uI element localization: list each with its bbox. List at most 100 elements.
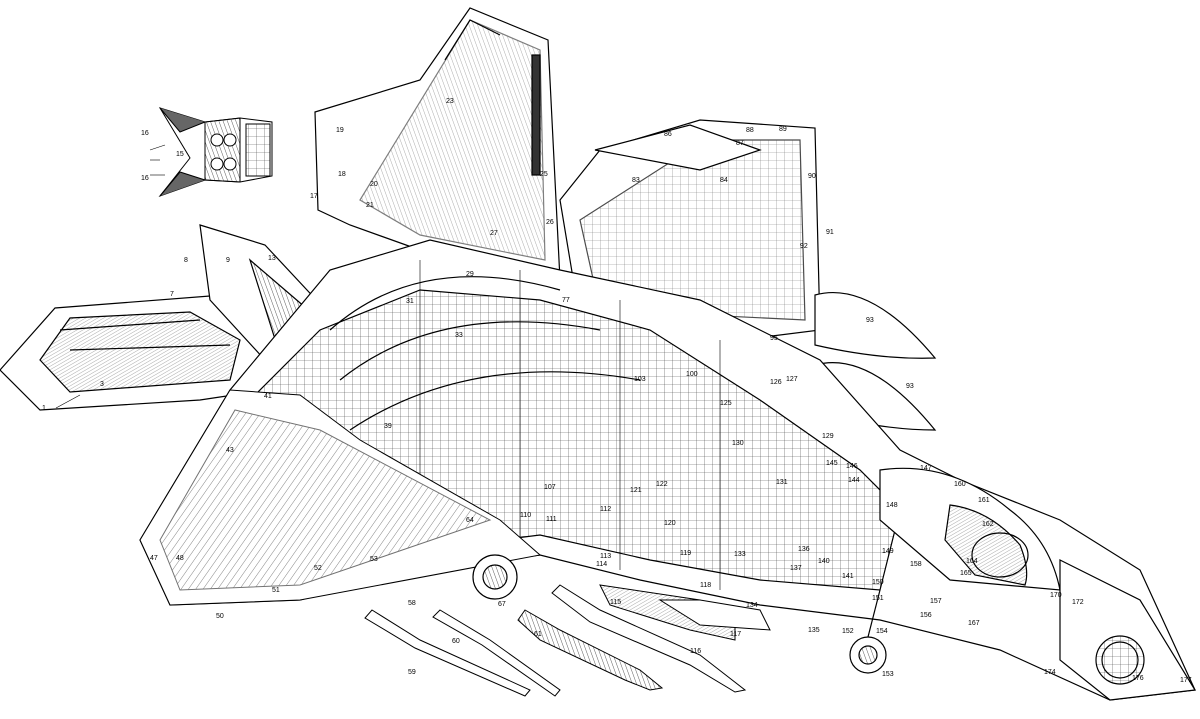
callout-labels: 1 3 7 8 9 13 15 16 16 17 18 19 20 21 23 … [42, 98, 1192, 684]
callout-27: 27 [490, 230, 498, 237]
callout-18: 18 [338, 171, 346, 178]
callout-121: 121 [630, 487, 642, 494]
callout-39: 39 [384, 423, 392, 430]
callout-25: 25 [540, 171, 548, 178]
callout-160: 160 [954, 481, 966, 488]
callout-51: 51 [272, 587, 280, 594]
callout-89: 89 [779, 126, 787, 133]
callout-153: 153 [882, 671, 894, 678]
callout-103: 103 [634, 376, 646, 383]
callout-43: 43 [226, 447, 234, 454]
callout-165: 165 [960, 570, 972, 577]
callout-130: 130 [732, 440, 744, 447]
callout-167: 167 [968, 620, 980, 627]
callout-31: 31 [406, 298, 414, 305]
callout-119: 119 [680, 550, 691, 557]
callout-158: 158 [910, 561, 922, 568]
weapons-display [364, 584, 771, 697]
callout-23: 23 [446, 98, 454, 105]
callout-9: 9 [226, 257, 230, 264]
landing-gear [472, 554, 887, 674]
callout-131: 131 [776, 479, 788, 486]
starboard-fin [314, 7, 561, 281]
callout-133: 133 [734, 551, 746, 558]
callout-84: 84 [720, 177, 728, 184]
callout-41: 41 [264, 393, 272, 400]
callout-90: 90 [808, 173, 816, 180]
callout-129: 129 [822, 433, 834, 440]
callout-145: 145 [826, 460, 838, 467]
callout-120: 120 [664, 520, 676, 527]
callout-83: 83 [632, 177, 640, 184]
callout-91: 91 [826, 229, 834, 236]
callout-112: 112 [600, 506, 611, 513]
callout-1: 1 [42, 405, 46, 412]
callout-154: 154 [876, 628, 888, 635]
callout-20: 20 [370, 181, 378, 188]
callout-137: 137 [790, 565, 802, 572]
nose-section [1059, 559, 1197, 701]
callout-122: 122 [656, 481, 668, 488]
callout-16b: 16 [141, 175, 149, 182]
callout-53: 53 [370, 556, 378, 563]
callout-61: 61 [534, 631, 542, 638]
callout-77: 77 [562, 297, 570, 304]
callout-134: 134 [746, 602, 758, 609]
callout-19: 19 [336, 127, 344, 134]
callout-8: 8 [184, 257, 188, 264]
callout-147: 147 [920, 465, 932, 472]
callout-149: 149 [882, 548, 894, 555]
callout-107: 107 [544, 484, 556, 491]
port-wing [0, 295, 301, 411]
callout-59: 59 [408, 669, 416, 676]
callout-136: 136 [798, 546, 810, 553]
callout-144: 144 [848, 477, 860, 484]
callout-111: 111 [546, 516, 557, 523]
callout-16a: 16 [141, 130, 149, 137]
callout-92: 92 [800, 243, 808, 250]
cockpit [879, 467, 1061, 591]
callout-33: 33 [455, 332, 463, 339]
callout-21: 21 [366, 202, 374, 209]
callout-140: 140 [818, 558, 830, 565]
callout-176: 176 [1132, 675, 1144, 682]
callout-100: 100 [686, 371, 698, 378]
callout-127: 127 [786, 376, 798, 383]
callout-93a: 93 [866, 317, 874, 324]
callout-164: 164 [966, 558, 978, 565]
callout-141: 141 [842, 573, 854, 580]
callout-151: 151 [872, 595, 884, 602]
callout-116: 116 [690, 648, 701, 655]
callout-172: 172 [1072, 599, 1084, 606]
callout-88: 88 [746, 127, 754, 134]
callout-156: 156 [920, 612, 932, 619]
callout-17: 17 [310, 193, 318, 200]
callout-170: 170 [1050, 592, 1062, 599]
callout-157: 157 [930, 598, 942, 605]
leader-lines [55, 144, 166, 409]
callout-15a: 15 [176, 151, 184, 158]
callout-125: 125 [720, 400, 732, 407]
callout-95: 95 [770, 335, 778, 342]
callout-13: 13 [268, 255, 276, 262]
callout-7: 7 [170, 291, 174, 298]
callout-135: 135 [808, 627, 820, 634]
callout-113: 113 [600, 553, 611, 560]
callout-29: 29 [466, 271, 474, 278]
callout-58: 58 [408, 600, 416, 607]
callout-50: 50 [216, 613, 224, 620]
callout-118: 118 [700, 582, 711, 589]
callout-148: 148 [886, 502, 898, 509]
callout-67: 67 [498, 601, 506, 608]
callout-161: 161 [978, 497, 990, 504]
callout-86: 86 [664, 131, 672, 138]
callout-174: 174 [1044, 669, 1056, 676]
callout-150: 150 [872, 579, 884, 586]
callout-87: 87 [736, 140, 744, 147]
port-lower-wing [139, 389, 542, 606]
callout-26: 26 [546, 219, 554, 226]
callout-126: 126 [770, 379, 782, 386]
callout-3: 3 [100, 381, 104, 388]
callout-93b: 93 [906, 383, 914, 390]
callout-152: 152 [842, 628, 854, 635]
